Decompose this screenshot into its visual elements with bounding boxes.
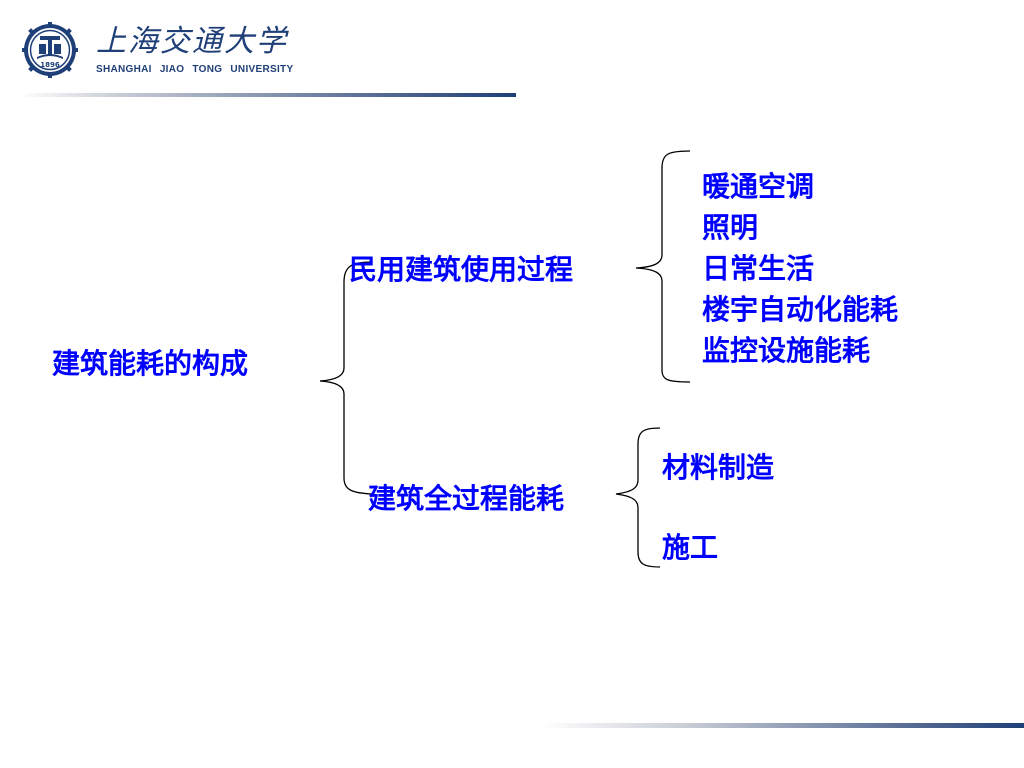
- branch-1-children: 暖通空调 照明 日常生活 楼宇自动化能耗 监控设施能耗: [702, 166, 898, 371]
- university-name-english: SHANGHAI JIAO TONG UNIVERSITY: [96, 64, 294, 75]
- list-item: 照明: [702, 211, 759, 244]
- branch-1-label: 民用建筑使用过程: [349, 253, 574, 286]
- logo-year: 1896: [40, 61, 60, 69]
- list-item: 监控设施能耗: [702, 334, 871, 367]
- branch-2-bracket: [615, 427, 661, 568]
- branch-2-child-construction: 施工: [662, 531, 719, 564]
- branch-1-bracket: [635, 150, 691, 383]
- root-node: 建筑能耗的构成: [52, 347, 249, 380]
- branch-2-child-material: 材料制造: [662, 451, 775, 484]
- list-item: 日常生活: [702, 252, 815, 285]
- header-divider: [18, 93, 516, 97]
- university-seal-icon: 1896: [22, 22, 78, 78]
- list-item: 暖通空调: [702, 170, 815, 203]
- root-bracket: [319, 261, 373, 495]
- branch-2-label: 建筑全过程能耗: [368, 482, 565, 515]
- university-name-chinese: 上海交通大学: [96, 24, 288, 59]
- list-item: 楼宇自动化能耗: [702, 293, 899, 326]
- footer-divider: [540, 723, 1024, 728]
